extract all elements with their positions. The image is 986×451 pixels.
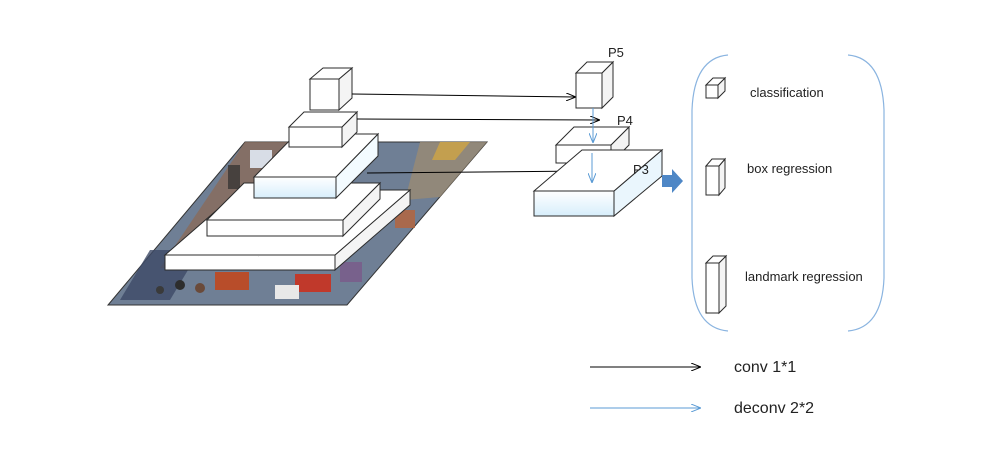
p3-label: P3 [633,162,649,177]
head-bracket [691,54,885,332]
classification-block [704,76,727,100]
p4-label: P4 [617,113,633,128]
landmark-regression-block [704,254,728,315]
classification-label: classification [750,85,824,100]
p3-block [532,148,664,218]
fpn-outputs [532,60,664,218]
backbone-level-5 [308,66,354,112]
lateral-arrows [351,94,599,173]
flow-arrow-icon [662,169,683,193]
legend: conv 1*1 deconv 2*2 [590,359,814,417]
box-regression-block [704,157,727,197]
lateral-arrow-p4 [356,119,599,120]
backbone-level-4 [287,110,359,149]
lateral-arrow-p3 [366,171,585,173]
lateral-arrow-p5 [351,94,575,97]
legend-deconv-label: deconv 2*2 [734,400,814,417]
p5-label: P5 [608,45,624,60]
topdown-arrows [592,108,593,182]
p5-block [574,60,615,110]
legend-conv-label: conv 1*1 [734,359,796,376]
backbone-pyramid [163,66,412,272]
backbone-level-3 [252,132,380,200]
head-blocks [704,76,728,315]
landmark-regression-label: landmark regression [745,269,863,284]
box-regression-label: box regression [747,161,832,176]
stray-dot: . [258,254,259,258]
